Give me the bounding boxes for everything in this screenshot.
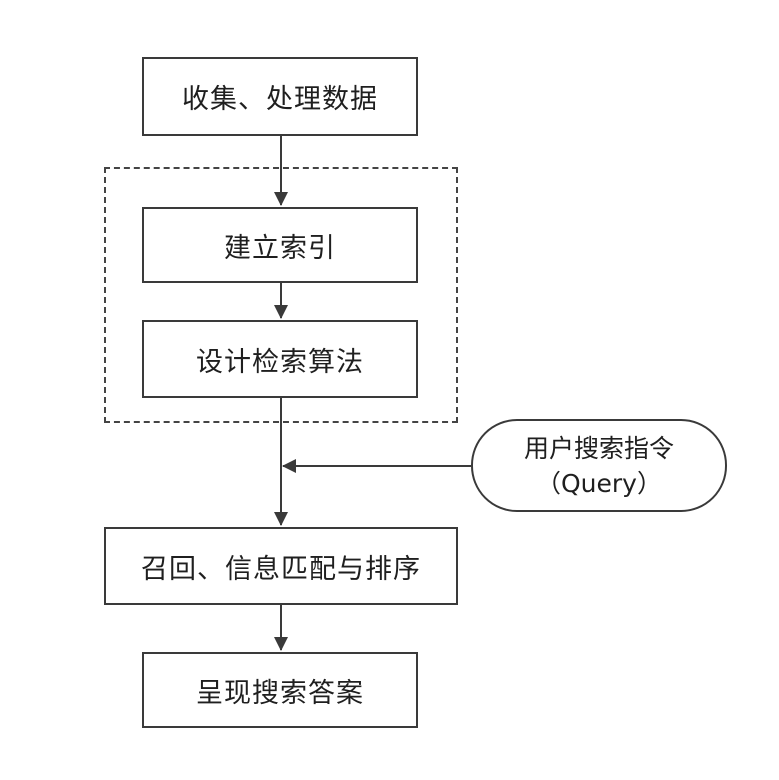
step-recall-label: 召回、信息匹配与排序 (141, 553, 421, 585)
step-design-algorithm: 设计检索算法 (142, 320, 418, 398)
indexing-group-dashed-frame (104, 167, 458, 423)
query-line2-label: （Query） (536, 468, 662, 498)
step-index-label: 建立索引 (224, 232, 336, 264)
step-present-answer: 呈现搜索答案 (142, 652, 418, 728)
step-algorithm-label: 设计检索算法 (196, 346, 364, 378)
user-query-input: 用户搜索指令 （Query） (471, 419, 727, 512)
step-build-index: 建立索引 (142, 207, 418, 283)
step-collect-label: 收集、处理数据 (182, 84, 378, 115)
query-line1-label: 用户搜索指令 (523, 433, 674, 463)
step-collect-process-data: 收集、处理数据 (142, 57, 418, 136)
step-recall-match-rank: 召回、信息匹配与排序 (104, 527, 458, 605)
step-present-label: 呈现搜索答案 (196, 677, 364, 709)
